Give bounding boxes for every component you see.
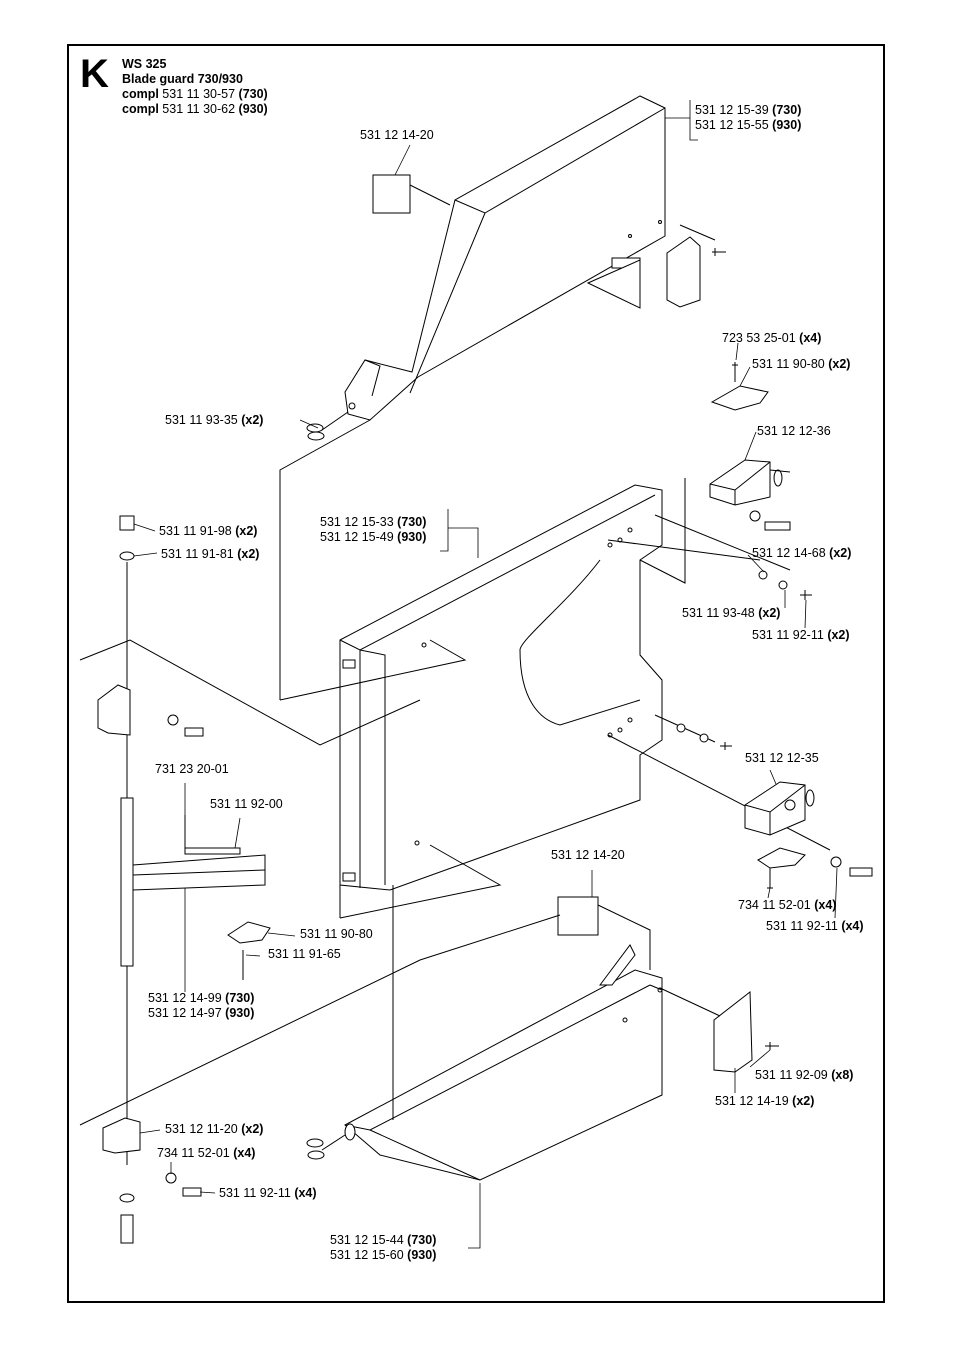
label-rivet-9165: 531 11 91-65 — [268, 947, 341, 961]
latch-bracket-top — [710, 362, 790, 530]
compl-line-930: compl 531 11 30-62 (930) — [122, 102, 268, 116]
page-frame — [67, 44, 885, 1303]
label-top-plate: 531 12 14-20 — [360, 128, 434, 142]
left-rod-assembly — [98, 516, 270, 1243]
model-name: WS 325 — [122, 57, 167, 71]
label-mid-guard: 531 12 15-33 (730) 531 12 15-49 (930) — [320, 515, 427, 544]
label-washer-top-left: 531 11 91-81 (x2) — [161, 547, 260, 561]
label-nut-9348: 531 11 93-48 (x2) — [682, 606, 781, 620]
label-side-plate-1419: 531 12 14-19 (x2) — [715, 1094, 815, 1108]
bottom-guard-part — [345, 885, 662, 1180]
label-top-guard: 531 12 15-39 (730) 531 12 15-55 (930) — [695, 103, 802, 132]
label-screw-723: 723 53 25-01 (x4) — [722, 331, 822, 345]
label-wing-nut-top: 531 11 93-35 (x2) — [165, 413, 264, 427]
label-bottom-guard: 531 12 15-44 (730) 531 12 15-60 (930) — [330, 1233, 437, 1262]
compl-line-730: compl 531 11 30-57 (730) — [122, 87, 268, 101]
label-bottom-plate: 531 12 14-20 — [551, 848, 625, 862]
wing-nut-bottom-part — [307, 1135, 345, 1159]
side-plate-part — [714, 992, 752, 1072]
label-screw-9200: 531 11 92-00 — [210, 797, 283, 811]
label-screw-9209: 531 11 92-09 (x8) — [755, 1068, 854, 1082]
leader-lines — [134, 100, 837, 1250]
top-guard-part — [345, 96, 665, 420]
label-arm-1499: 531 12 14-99 (730) 531 12 14-97 (930) — [148, 991, 255, 1020]
label-washer-734-right: 734 11 52-01 (x4) — [738, 898, 837, 912]
wing-nut-top-part — [307, 412, 348, 440]
label-screw-9211-top: 531 11 92-11 (x2) — [752, 628, 850, 642]
label-latch-mid: 531 11 90-80 — [300, 927, 373, 941]
label-latch-top: 531 11 90-80 (x2) — [752, 357, 851, 371]
bottom-plate-part — [558, 897, 598, 935]
label-bracket-1236: 531 12 12-36 — [757, 424, 831, 438]
bracket-1235-part — [745, 782, 872, 888]
label-screw-9211-left: 531 11 92-11 (x4) — [219, 1186, 317, 1200]
label-pin-731: 731 23 20-01 — [155, 762, 229, 776]
label-bolt-top-left: 531 11 91-98 (x2) — [159, 524, 258, 538]
mid-guard-part — [340, 485, 662, 890]
diagram-header: WS 325 Blade guard 730/930 compl 531 11 … — [122, 57, 268, 117]
label-screw-9211-right: 531 11 92-11 (x4) — [766, 919, 864, 933]
section-letter: K — [80, 52, 109, 96]
assembly-title: Blade guard 730/930 — [122, 72, 243, 86]
top-plate-part — [373, 175, 410, 213]
label-bracket-1235: 531 12 12-35 — [745, 751, 819, 765]
label-bracket-1120: 531 12 11-20 (x2) — [165, 1122, 264, 1136]
top-side-bracket — [667, 237, 700, 307]
label-washer-1468: 531 12 14-68 (x2) — [752, 546, 852, 560]
label-washer-734-left: 734 11 52-01 (x4) — [157, 1146, 256, 1160]
